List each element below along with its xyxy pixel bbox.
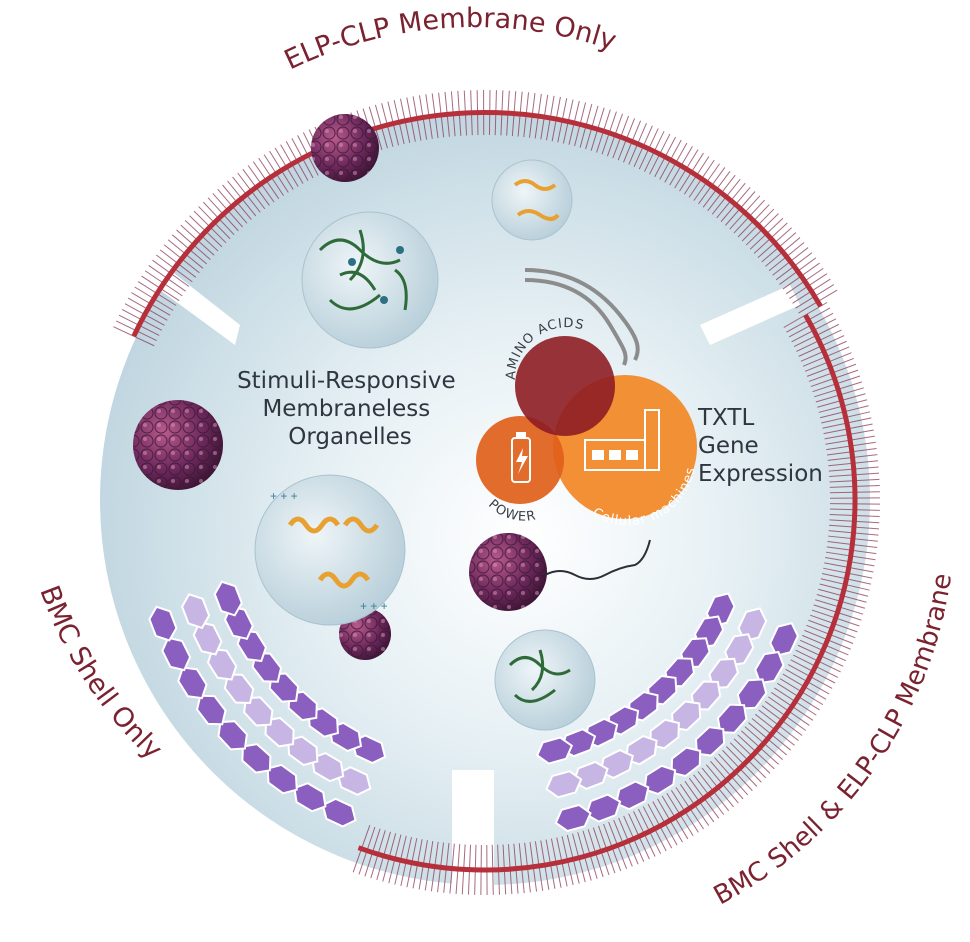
- svg-text:+ + +: + + +: [360, 599, 388, 613]
- bmc-sphere: [133, 400, 223, 490]
- bmc-hexagon: [545, 770, 583, 799]
- bmc-hexagon: [213, 580, 243, 617]
- svg-text:+ + +: + + +: [270, 489, 298, 503]
- bmc-hexagon: [535, 736, 574, 765]
- center-label: Stimuli-Responsive Membraneless Organell…: [237, 368, 463, 450]
- right-bmc-shell: [535, 592, 799, 833]
- txtl-label: TXTL Gene Expression: [697, 405, 823, 487]
- amino-acids-circle: [515, 336, 615, 436]
- dna-icon: [524, 268, 640, 366]
- bmc-hexagon: [148, 605, 178, 642]
- condensate-bubble-protein: [491, 159, 573, 241]
- membrane-core: [131, 110, 823, 338]
- ring-label-top: ELP-CLP Membrane Only: [280, 3, 620, 76]
- right-membrane-arc: [352, 302, 880, 895]
- membrane-core: [357, 313, 858, 873]
- condensate-bubble-network-small: [494, 629, 596, 731]
- bmc-sphere: [469, 533, 547, 611]
- condensate-bubble-network: [301, 211, 439, 349]
- bmc-hexagon: [554, 803, 592, 833]
- factory-icon: [584, 409, 660, 471]
- battery-lightning-icon: [511, 432, 531, 483]
- left-bmc-shell: [148, 580, 387, 828]
- bmc-hexagon: [180, 593, 211, 630]
- top-membrane-arc: [113, 90, 838, 347]
- peptide-chain: [544, 539, 651, 580]
- condensate-bubble-protein-large: + + + + + +: [254, 474, 406, 626]
- bmc-sphere: [311, 114, 379, 182]
